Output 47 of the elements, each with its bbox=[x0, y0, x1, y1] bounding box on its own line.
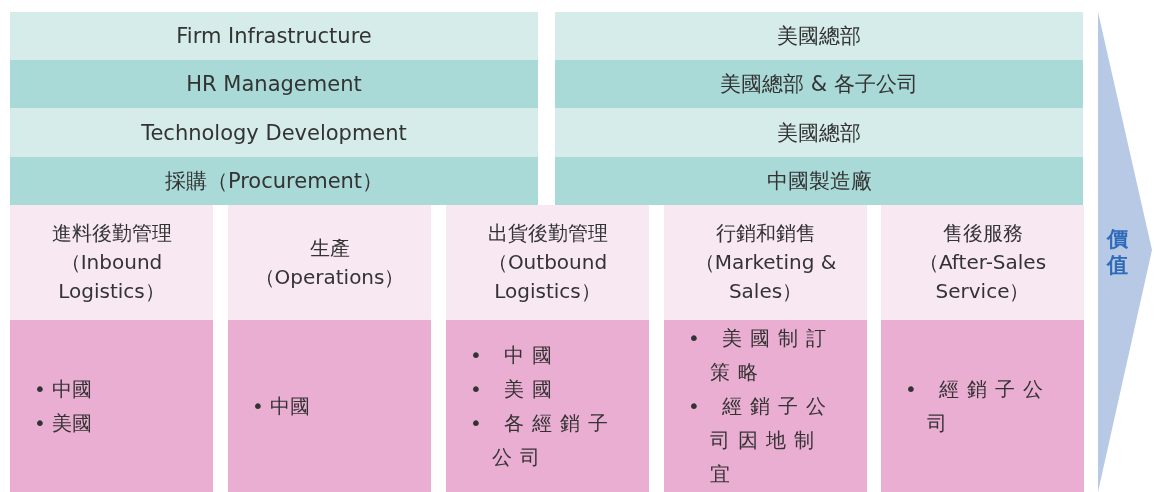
band-label: 美國總部 bbox=[777, 119, 861, 147]
bullet-item: • 中國 bbox=[34, 376, 93, 403]
activity-detail-panel bbox=[10, 320, 213, 492]
activity-header bbox=[446, 205, 649, 320]
bullet-item: • 經銷子公司因地制宜 bbox=[688, 393, 836, 488]
activity-detail-panel bbox=[881, 320, 1084, 492]
subtitle-text: （Operations） bbox=[254, 263, 405, 291]
bullet-item: • 各經銷子公司 bbox=[470, 410, 618, 471]
value-chevron bbox=[1098, 12, 1152, 492]
activity-detail-panel bbox=[664, 320, 867, 492]
band-row bbox=[10, 108, 538, 157]
bullet-item: • 中國 bbox=[470, 342, 562, 369]
subtitle-text: （Marketing & Sales） bbox=[693, 249, 838, 305]
subtitle-text: （Inbound Logistics） bbox=[57, 249, 166, 305]
heading-text: 出貨後勤管理 bbox=[487, 220, 608, 247]
band-row bbox=[555, 108, 1083, 157]
heading-text: 進料後勤管理 bbox=[51, 220, 172, 247]
band-row bbox=[10, 60, 538, 108]
band-row bbox=[10, 12, 538, 60]
band-label: 採購（Procurement） bbox=[164, 168, 384, 195]
band-row bbox=[555, 60, 1083, 108]
activity-detail-panel bbox=[228, 320, 431, 492]
band-label: 美國總部 bbox=[777, 23, 861, 50]
activity-detail-panel bbox=[446, 320, 649, 492]
band-label: 中國製造廠 bbox=[766, 168, 872, 195]
value-label: 價值 bbox=[1106, 225, 1129, 279]
bullet-item: • 美國 bbox=[34, 410, 93, 437]
subtitle-text: （After-Sales Service） bbox=[917, 249, 1048, 305]
activity-header bbox=[881, 205, 1084, 320]
activity-header bbox=[10, 205, 213, 320]
heading-text: 行銷和銷售 bbox=[715, 220, 816, 247]
band-row bbox=[555, 12, 1083, 60]
heading-text: 生產 bbox=[309, 234, 350, 262]
bullet-item: • 經銷子公司 bbox=[905, 376, 1053, 437]
band-row bbox=[10, 157, 538, 205]
band-label: Firm Infrastructure bbox=[176, 24, 372, 48]
band-label: 美國總部 & 各子公司 bbox=[720, 71, 918, 98]
subtitle-text: （Outbound Logistics） bbox=[486, 249, 609, 305]
heading-text: 售後服務 bbox=[942, 220, 1023, 247]
band-label: HR Management bbox=[186, 72, 362, 96]
activity-header bbox=[228, 205, 431, 320]
activity-header bbox=[664, 205, 867, 320]
bullet-item: • 美國 bbox=[470, 376, 562, 403]
bullet-item: • 美國制訂策略 bbox=[688, 325, 836, 386]
band-row bbox=[555, 157, 1083, 205]
bullet-item: • 中國 bbox=[252, 393, 311, 420]
band-label: Technology Development bbox=[141, 120, 407, 145]
